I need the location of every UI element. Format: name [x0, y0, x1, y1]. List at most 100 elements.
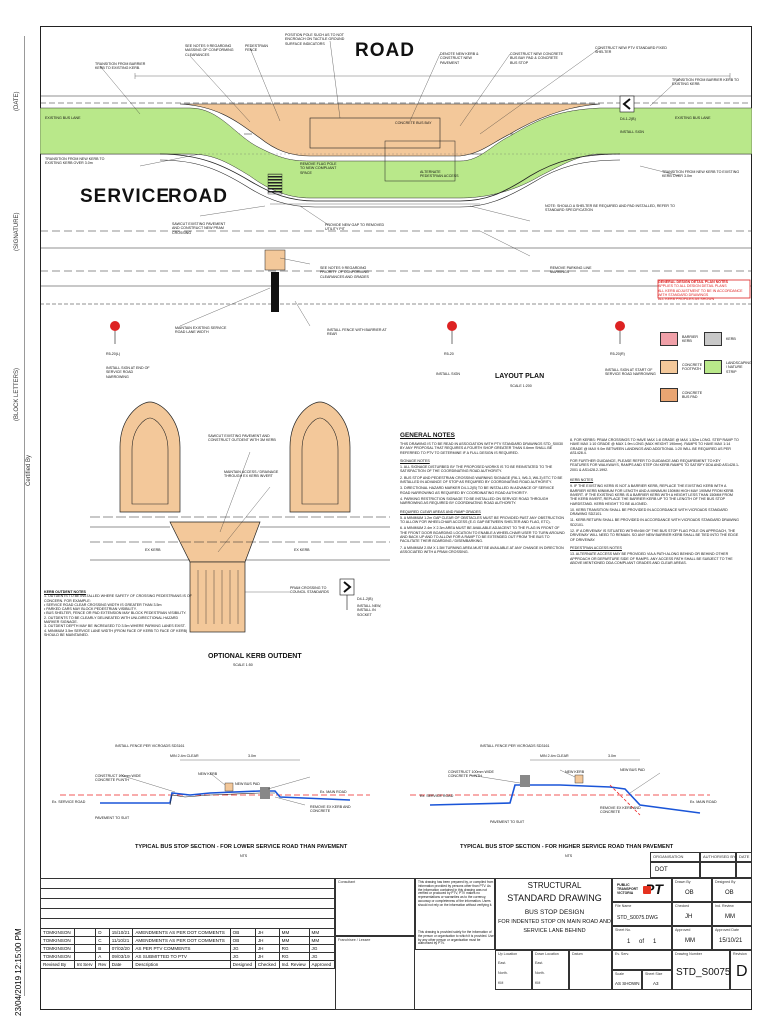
ped-gn-13: 13. ALTERNATE ACCESS MAY BE PROVIDED VIA… — [570, 552, 733, 565]
sec-right-plinth: CONSTRUCT 100mm WIDE CONCRETE PLINTH — [448, 770, 494, 779]
tb-authorised-header: AUTHORISED BY — [700, 852, 736, 862]
sec-right-main-rd: Ex. MAIN ROAD — [690, 800, 717, 804]
sec-right-new-kerb: NEW KERB — [565, 770, 585, 774]
sec-left-bus-pad: NEW BUS PAD — [235, 782, 260, 786]
tb-file-name: File Name STD_S0075.DWG — [612, 902, 672, 926]
sec-left-clear: MIN 2.4m CLEAR — [170, 754, 199, 758]
general-notes: GENERAL NOTES THIS DRAWING IS TO BE READ… — [400, 432, 565, 554]
sec-left-plinth: CONSTRUCT 100mm WIDE CONCRETE PLINTH — [95, 774, 141, 783]
kerb-gn-10: 10. KERB TRANSITION SHALL BE PROVIDED IN… — [570, 507, 728, 517]
tb-authorised-value — [700, 862, 736, 878]
ptv-logo-icon — [643, 886, 651, 894]
tb-datum: Datum — [569, 950, 612, 990]
tb-consultant: Consultant — [335, 878, 415, 936]
general-notes-title: GENERAL NOTES — [400, 432, 455, 439]
general-notes-right: 8. FOR KERBS: PRAM CROSSINGS TO HAVE MAX… — [570, 438, 740, 565]
tb-sheet-no: Sheet No. 1 of 1 — [612, 926, 672, 950]
tb-sheet-size: Sheet Size A3 — [642, 970, 672, 990]
kerb-outdent-title: OPTIONAL KERB OUTDENT — [208, 653, 302, 660]
kerb-outdent-notes: KERB OUTDENT NOTES 1. OUTDENTS TO BE INS… — [44, 590, 194, 637]
kerb-gn-12: 12. IF A DRIVEWAY IS SITUATED WITHIN 6M … — [570, 529, 739, 542]
tb-drawing-title: STRUCTURAL STANDARD DRAWING BUS STOP DES… — [495, 878, 612, 950]
ramp-note-5: 5. A MINIMUM 1.2m GAP CLEAR OF OBSTACLES… — [400, 515, 564, 525]
legend-swatches: BARRIER KERB KERB CONCRETE FOOTPATH LAND… — [660, 332, 752, 418]
tb-scale: Scale AS SHOWN — [612, 970, 642, 990]
section-left-nts: NTS — [240, 854, 248, 858]
service-road-label: ROAD — [168, 186, 228, 207]
sec-right-bus-pad: NEW BUS PAD — [620, 768, 645, 772]
tb-ev-serv: Ev. Serv. — [612, 950, 672, 970]
ramp-note-8: 8. FOR KERBS: PRAM CROSSINGS TO HAVE MAX… — [570, 438, 739, 455]
sign-left-code: R5-20(L) — [106, 352, 121, 356]
timestamp: 23/04/2019 12:15:00 PM — [14, 928, 23, 1016]
ptv-logo-text: PUBLIC TRANSPORT VICTORIA — [617, 883, 639, 895]
callout-notes9: SEE NOTES 9 REGARDING MASSING OF CONFORM… — [185, 44, 234, 57]
callout-ped-fence: PEDESTRIAN FENCE — [245, 44, 268, 53]
ex-kerb-right: EX KERB — [294, 548, 310, 552]
kerb-sawcut-label: SAWCUT EXISTING PAVEMENT AND CONSTRUCT O… — [208, 434, 276, 443]
callout-bus-lane: EXISTING BUS LANE — [45, 116, 81, 120]
kerb-outdent-detail — [90, 401, 390, 633]
callout-flag-pole: REMOVE FLAG POLE TO NEW COMPLIANT SPACE — [300, 162, 337, 175]
tb-org-value: DOT — [650, 862, 700, 878]
ped-gn-title: PEDESTRIAN ACCESS NOTES — [570, 545, 622, 550]
callout-maintain-lane: MAINTAIN EXISTING SERVICE ROAD LANE WIDT… — [175, 326, 227, 335]
swatch-kerb — [704, 332, 722, 346]
install-sign-label: INSTALL SIGN — [620, 130, 644, 134]
swatch-kerb-label: KERB — [726, 337, 736, 341]
callout-bus-bay-pad: CONSTRUCT NEW CONCRETE BUS BAY PAD & CON… — [510, 52, 564, 65]
callout-parking: REMOVE PARKING LINE MARKINGS — [550, 266, 592, 275]
sec-left-remove: REMOVE EX KERB AND CONCRETE — [310, 805, 351, 814]
tb-logo: PUBLIC TRANSPORT VICTORIA PT — [612, 878, 672, 902]
callout-utility-pit: PROVIDE NEW GAP TO REMOVED UTILITY PIT — [325, 223, 385, 232]
kerb-note-1c: • BUS SHELTER, FENCE OR PAD EXTENSION MA… — [44, 611, 187, 616]
callout-shelter: CONSTRUCT NEW PTV STANDARD FIXED SHELTER — [595, 46, 667, 55]
date-label: (DATE) — [14, 91, 20, 111]
layout-plan-title: LAYOUT PLAN — [495, 373, 545, 380]
sidebar-divider — [24, 36, 25, 996]
swatch-bus-pad — [660, 388, 678, 402]
callout-pole: POSITION POLE SUCH AS TO NOT ENCROACH ON… — [285, 33, 345, 46]
sec-left-3m: 3.0m — [248, 754, 256, 758]
section-right-title: TYPICAL BUS STOP SECTION - FOR HIGHER SE… — [460, 844, 674, 850]
swatch-footpath — [660, 360, 678, 374]
kerb-outdent-scale: SCALE 1:50 — [233, 663, 253, 667]
callout-transition-3m: TRANSITION FROM NEW KERB TO EXISTING KER… — [45, 157, 105, 166]
swatch-landscaping-label: LANDSCAPING / NATURE STRIP — [726, 361, 752, 374]
swatch-barrier-kerb-label: BARRIER KERB — [682, 335, 698, 344]
block-letters-label: (BLOCK LETTERS) — [14, 367, 20, 421]
legend-line-2: ALL KERB ADJUSTMENT TO BE IN ACCORDANCE … — [658, 288, 743, 297]
sign-right-code: R5-20(R) — [610, 352, 625, 356]
general-notes-intro: THIS DRAWING IS TO BE READ IN ASSOCIATIO… — [400, 442, 564, 455]
callout-denote-kerb: DENOTE NEW KERB & CONSTRUCT NEW PAVEMENT — [440, 52, 479, 65]
ramp-note-6: 6. A MINIMUM 2.4m X 2.3m AREA MUST BE AV… — [400, 526, 565, 544]
swatch-barrier-kerb — [660, 332, 678, 346]
section-right-nts: NTS — [565, 854, 573, 858]
sec-right-3m: 3.0m — [608, 754, 616, 758]
signature-label: (SIGNATURE) — [14, 212, 20, 251]
kerb-gn-11: 11. KERB RETURN SHALL BE PROVIDED IN ACC… — [570, 518, 739, 527]
layout-plan-scale: SCALE 1:200 — [510, 384, 532, 388]
callout-existing-bus-lane: EXISTING BUS LANE — [675, 116, 711, 120]
sign-right-caption: INSTALL SIGN AT START OF SERVICE ROAD NA… — [605, 368, 656, 377]
legend-line-1: APPLIES TO ALL DESIGN DETAIL PLANS — [658, 284, 727, 289]
sec-right-remove: REMOVE EX KERB AND CONCRETE — [600, 806, 641, 815]
tb-disclaimer: This drawing has been prepared by, or co… — [415, 878, 495, 950]
sec-right-clear: MIN 2.4m CLEAR — [540, 754, 569, 758]
tb-date-value — [736, 862, 752, 878]
kerb-sign-code: D4-1-2(B) — [357, 597, 373, 601]
left-margin: (DATE) (SIGNATURE) (BLOCK LETTERS) Certi… — [4, 26, 38, 1016]
signage-notes-title: SIGNAGE NOTES — [400, 458, 430, 463]
concrete-bus-bay-label: CONCRETE BUS BAY — [395, 121, 432, 125]
kerb-notes-title: KERB OUTDENT NOTES — [44, 590, 86, 594]
swatch-footpath-label: CONCRETE FOOTPATH — [682, 363, 703, 372]
tb-down-location: Down Location East. North. KM — [532, 950, 569, 990]
callout-notes9-priority: SEE NOTES 9 REGARDING PRIORITY OF CONFOR… — [320, 266, 369, 279]
sec-left-main-rd: Ex. MAIN ROAD — [320, 790, 347, 794]
callout-alt-ped: ALTERNATE PEDESTRIAN ACCESS — [420, 170, 459, 179]
callout-transition-3m-right: TRANSITION FROM NEW KERB TO EXISTING KER… — [662, 170, 740, 179]
